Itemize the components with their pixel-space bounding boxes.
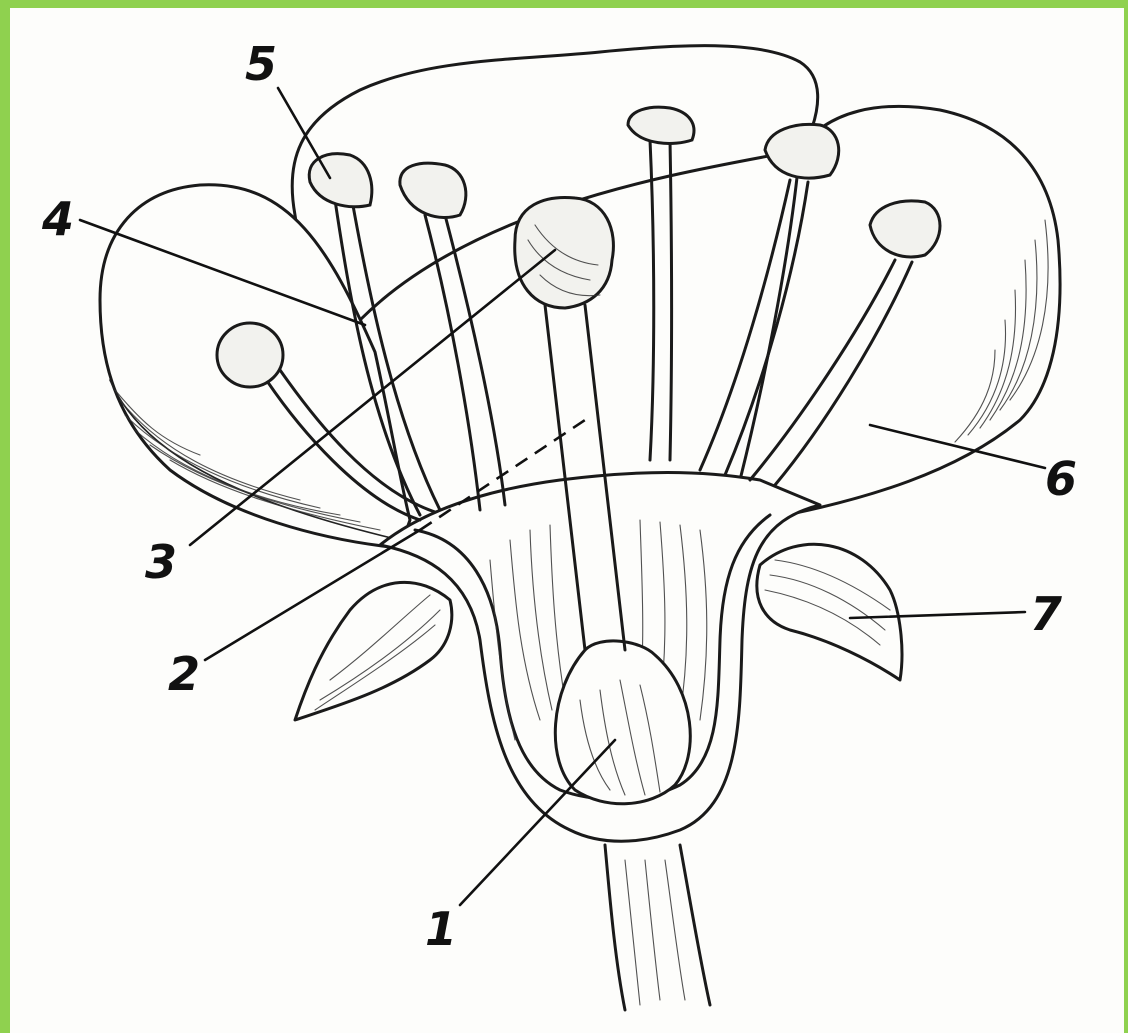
- label-5: 5: [245, 37, 277, 91]
- anther-1: [217, 323, 283, 387]
- stem: [605, 845, 710, 1010]
- label-3: 3: [145, 535, 177, 589]
- label-6: 6: [1045, 452, 1077, 506]
- stem-hatching: [625, 860, 685, 1005]
- anther-5: [765, 124, 839, 178]
- label-4: 4: [41, 192, 74, 246]
- label-7: 7: [1030, 587, 1062, 641]
- label-2: 2: [168, 647, 200, 701]
- sepal-left: [295, 582, 452, 720]
- label-1: 1: [425, 902, 457, 956]
- filament-4: [650, 140, 654, 460]
